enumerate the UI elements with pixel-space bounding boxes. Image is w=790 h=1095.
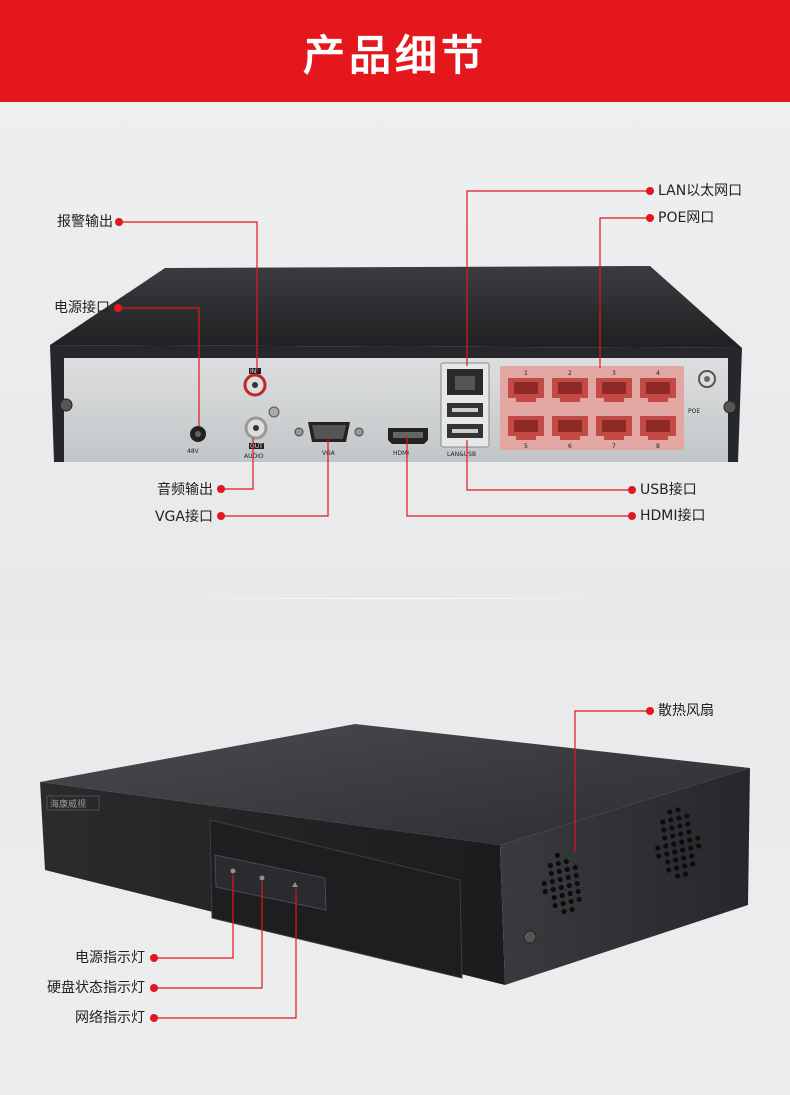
callout-dot <box>115 218 123 226</box>
poe-rj45-port-icon <box>508 378 544 402</box>
hdd-led-icon <box>259 875 265 881</box>
callout-alarm-out: 报警输出 <box>57 214 113 230</box>
audio-out-label: OUT <box>250 443 263 450</box>
poe-port-number: 6 <box>568 443 572 450</box>
callout-vga-port: VGA接口 <box>154 509 213 525</box>
vga-label: VGA <box>322 450 336 457</box>
poe-rj45-port-icon <box>640 416 676 440</box>
poe-rj45-port-icon <box>596 378 632 402</box>
device-top-lid <box>50 266 742 348</box>
callout-dot <box>150 1014 158 1022</box>
callout-dot <box>150 984 158 992</box>
usb-port-icon <box>447 403 483 438</box>
screw-icon <box>723 400 737 414</box>
callout-dot <box>217 512 225 520</box>
nvr-rear-view: 48V IN OUT AUDIO VGA <box>50 266 742 462</box>
poe-rj45-port-icon <box>640 378 676 402</box>
brand-logo: 海康威视 <box>50 798 86 810</box>
indicator-window <box>214 854 327 911</box>
fan-vent-icon <box>541 807 702 915</box>
callout-poe-port: POE网口 <box>658 210 715 226</box>
poe-port-number: 3 <box>612 370 616 377</box>
poe-port-number: 2 <box>568 370 572 377</box>
network-led-icon <box>292 882 298 887</box>
lan-usb-label: LAN&USB <box>447 451 476 458</box>
screw-icon <box>59 398 73 412</box>
poe-label: POE <box>688 408 700 415</box>
vga-port-icon <box>294 422 364 442</box>
lan-port-icon <box>447 369 483 395</box>
callout-power-port: 电源接口 <box>54 300 110 316</box>
poe-port-number: 7 <box>612 443 616 450</box>
callout-dot <box>150 954 158 962</box>
hdmi-port-icon <box>388 428 428 444</box>
callout-cooling-fan: 散热风扇 <box>658 703 714 719</box>
screw-icon <box>268 406 280 418</box>
screw-icon <box>523 930 537 944</box>
header-banner: 产品细节 <box>0 0 790 102</box>
poe-port-number: 5 <box>524 443 528 450</box>
callout-hdd-led: 硬盘状态指示灯 <box>47 980 145 996</box>
poe-port-block <box>500 366 684 450</box>
poe-port-number: 4 <box>656 370 660 377</box>
power-voltage-label: 48V <box>187 448 200 455</box>
poe-port-number: 8 <box>656 443 660 450</box>
front-leader-lines <box>156 710 650 1019</box>
rear-leader-lines <box>120 190 650 517</box>
callout-dot <box>628 486 636 494</box>
poe-rj45-port-icon <box>508 416 544 440</box>
section-divider <box>170 598 620 599</box>
callout-hdmi-port: HDMI接口 <box>640 508 706 524</box>
device-lid <box>40 724 750 845</box>
page-title: 产品细节 <box>302 31 487 80</box>
callout-lan-port: LAN以太网口 <box>658 183 743 199</box>
front-door-panel <box>209 819 463 979</box>
callout-dot <box>628 512 636 520</box>
callout-dot <box>646 187 654 195</box>
callout-dot <box>646 214 654 222</box>
audio-label: AUDIO <box>244 453 264 460</box>
nvr-front-view: 海康威视 <box>40 724 750 985</box>
hdmi-label: HDMI <box>393 450 409 457</box>
callout-network-led: 网络指示灯 <box>75 1010 145 1026</box>
callout-usb-port: USB接口 <box>640 482 697 498</box>
power-led-icon <box>230 868 236 874</box>
callout-audio-out: 音频输出 <box>157 482 213 498</box>
poe-rj45-port-icon <box>596 416 632 440</box>
poe-port-number: 1 <box>524 370 528 377</box>
callout-power-led: 电源指示灯 <box>75 950 145 966</box>
poe-rj45-port-icon <box>552 416 588 440</box>
callout-dot <box>217 485 225 493</box>
poe-rj45-port-icon <box>552 378 588 402</box>
audio-in-label: IN <box>250 368 256 375</box>
callout-dot <box>646 707 654 715</box>
callout-dot <box>114 304 122 312</box>
